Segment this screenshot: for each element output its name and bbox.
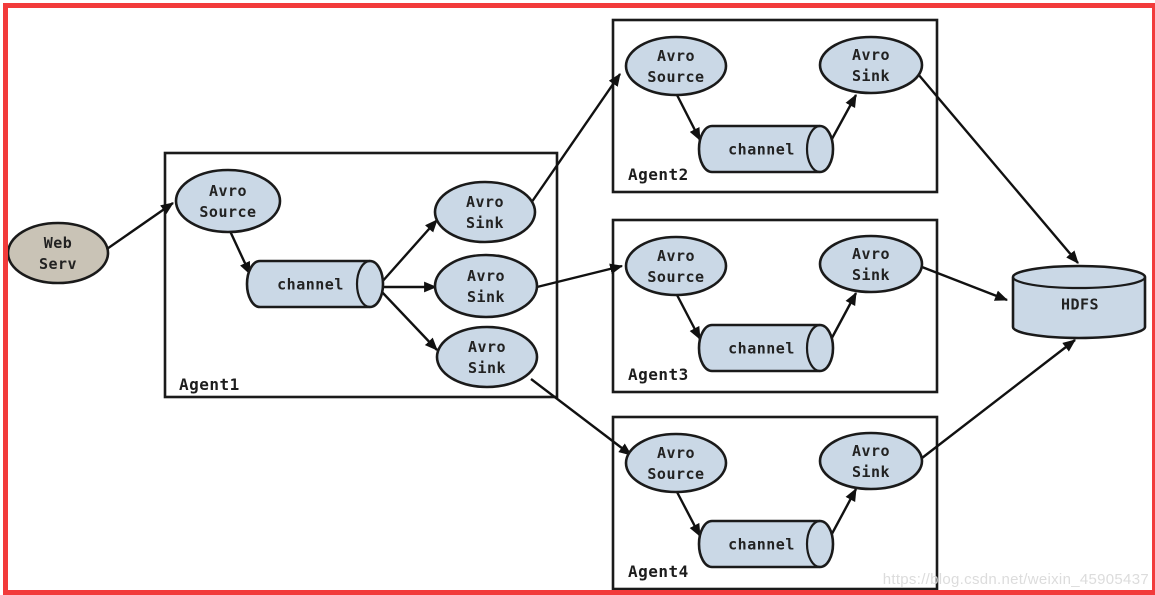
edge-agent2-sink-to-hdfs [917, 73, 1079, 264]
group-label-agent4: Agent4 [628, 562, 689, 581]
node-label-hdfs: HDFS [1061, 296, 1099, 314]
node-agent1-avro-sink-3 [435, 325, 539, 389]
node-label-agent2-channel: channel [728, 141, 795, 159]
node-agent4-avro-source [624, 432, 728, 494]
node-web-server [6, 221, 110, 285]
edge-agent2-source-to-channel [675, 94, 702, 141]
group-label-agent1: Agent1 [179, 375, 240, 394]
edge-agent1-sink1-to-agent2-source [528, 73, 621, 207]
cylinder-rim-agent3-channel [805, 323, 821, 373]
edge-agent1-channel-to-sink3 [380, 290, 438, 351]
group-box-agent2 [611, 18, 939, 194]
edge-webserv-to-agent1-source [103, 202, 174, 252]
edge-agent1-channel-to-sink1 [380, 219, 438, 284]
edge-agent1-sink3-to-agent4-source [530, 378, 632, 456]
cylinder-rim-agent1-channel [355, 259, 371, 309]
edge-agent4-source-to-channel [675, 491, 702, 537]
group-box-agent3 [611, 218, 939, 394]
edge-agent1-source-to-channel [228, 230, 252, 275]
edge-agent1-sink2-to-agent3-source [536, 263, 624, 289]
node-agent1-avro-sink-2 [433, 253, 539, 319]
edge-agent3-sink-to-hdfs [921, 265, 1009, 302]
group-box-agent1 [163, 151, 559, 399]
node-hdfs [1011, 264, 1147, 340]
group-label-agent2: Agent2 [628, 165, 689, 184]
node-label-agent4-channel: channel [728, 536, 795, 554]
node-agent4-avro-sink [818, 431, 924, 491]
node-agent3-avro-source [624, 235, 728, 297]
watermark-url: https://blog.csdn.net/weixin_45905437 [882, 571, 1149, 588]
node-agent2-avro-source [624, 35, 728, 97]
node-agent2-avro-sink [818, 35, 924, 95]
cylinder-rim-agent4-channel [805, 519, 821, 569]
edge-agent4-sink-to-hdfs [921, 339, 1076, 459]
node-label-agent1-channel: channel [277, 276, 344, 294]
node-agent1-avro-source [174, 168, 282, 234]
cylinder-rim-hdfs [1011, 276, 1147, 290]
node-label-agent3-channel: channel [728, 340, 795, 358]
edge-agent3-source-to-channel [675, 294, 702, 340]
group-box-agent4 [611, 415, 939, 591]
group-label-agent3: Agent3 [628, 365, 689, 384]
node-agent3-avro-sink [818, 234, 924, 294]
cylinder-rim-agent2-channel [805, 124, 821, 174]
node-agent1-avro-sink-1 [433, 180, 537, 244]
